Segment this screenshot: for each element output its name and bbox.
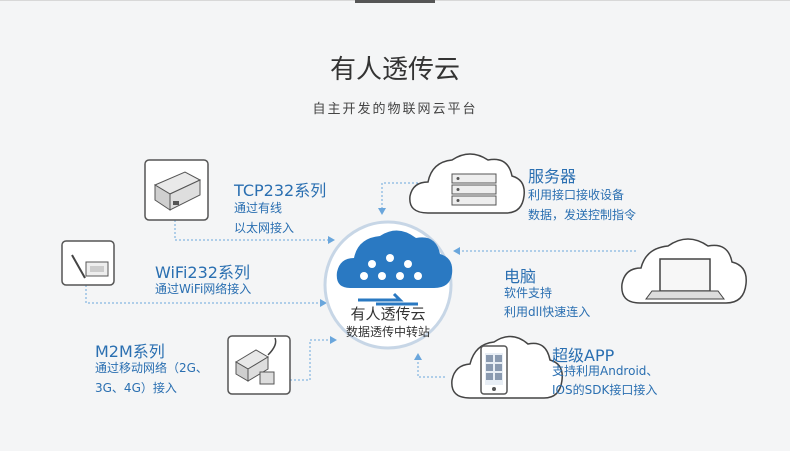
page-title: 有人透传云 [329, 55, 460, 85]
cloud-hub-icon [323, 220, 453, 350]
wifi232-title: WiFi232系列 [155, 263, 250, 282]
tcp232-device-icon [144, 159, 209, 221]
m2m-title: M2M系列 [95, 342, 165, 361]
page-subtitle: 自主开发的物联网云平台 [312, 102, 478, 117]
server-cloud-icon [409, 153, 525, 214]
pc-title: 电脑 [504, 267, 537, 286]
server-line-1: 利用接口接收设备 [528, 188, 625, 202]
tcp232-line-1: 通过有线 [234, 201, 283, 215]
server-line-2: 数据，发送控制指令 [528, 208, 637, 222]
connector-m2m [290, 336, 337, 381]
connector-tcp232 [174, 220, 335, 244]
connector-server [378, 182, 422, 215]
tcp232-title: TCP232系列 [234, 181, 327, 200]
app-title: 超级APP [552, 346, 615, 365]
m2m-line-2: 3G、4G）接入 [95, 381, 177, 395]
server-title: 服务器 [528, 167, 577, 186]
wifi232-line-1: 通过WiFi网络接入 [155, 282, 252, 296]
hub-name: 有人透传云 [350, 305, 426, 323]
laptop-cloud-icon [621, 238, 747, 304]
tcp232-line-2: 以太网接入 [234, 221, 295, 235]
pc-line-1: 软件支持 [504, 286, 553, 300]
m2m-line-1: 通过移动网络（2G、 [95, 361, 208, 375]
pc-line-2: 利用dll快速连入 [504, 305, 591, 319]
phone-cloud-icon [451, 335, 563, 399]
m2m-device-icon [227, 335, 291, 395]
hub-desc: 数据透传中转站 [345, 325, 430, 339]
app-line-2: IOS的SDK接口接入 [552, 383, 658, 397]
wifi232-device-icon [61, 240, 115, 286]
connector-phone [414, 353, 445, 378]
app-line-1: 支持利用Android、 [552, 364, 659, 378]
connector-wifi232 [85, 285, 327, 307]
top-tab-indicator [355, 0, 435, 3]
